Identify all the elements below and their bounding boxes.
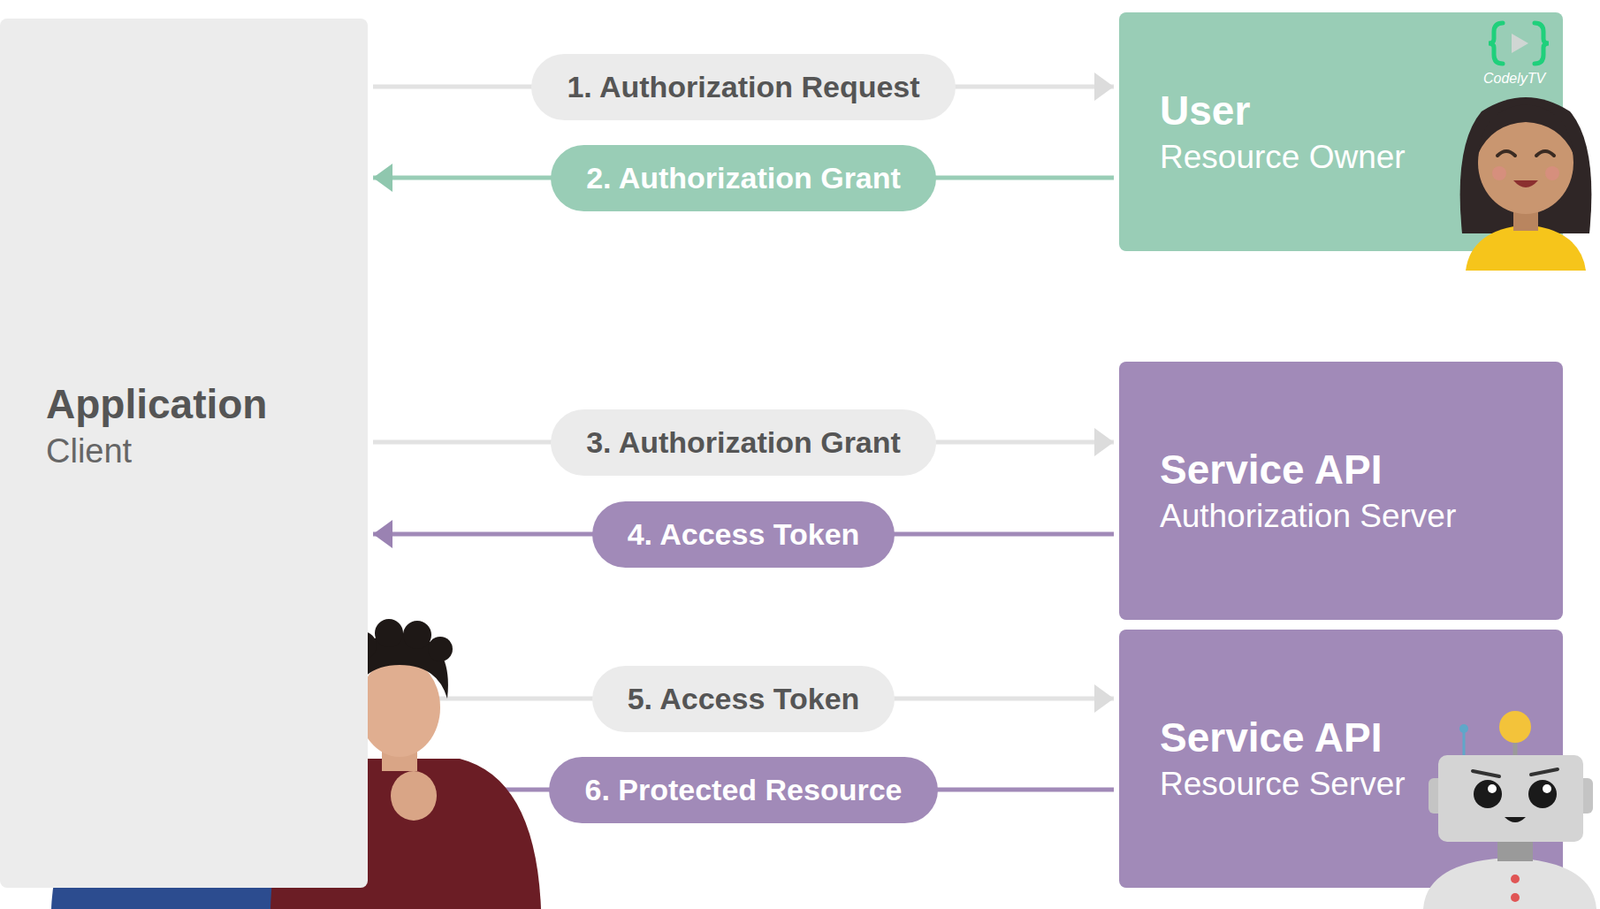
- robot-illustration: [1499, 710, 1532, 743]
- woman-avatar: [1545, 166, 1560, 181]
- woman-avatar: [1478, 104, 1574, 154]
- robot-illustration: [1487, 784, 1497, 793]
- edge-label: 3. Authorization Grant: [550, 409, 937, 476]
- presenter-right: [390, 770, 437, 821]
- robot-illustration: [1423, 710, 1597, 909]
- node-title: Application: [45, 379, 322, 431]
- edge-label: 6. Protected Resource: [548, 756, 938, 823]
- node-title: Service API: [1159, 712, 1523, 764]
- woman-avatar: [1492, 166, 1507, 181]
- authorization-server-box: Service APIAuthorization Server: [1119, 361, 1563, 620]
- node-subtitle: Resource Server: [1159, 763, 1523, 805]
- edge-label: 2. Authorization Grant: [550, 144, 937, 212]
- resource-server-box: Service APIResource Server: [1119, 629, 1563, 888]
- robot-illustration: [1528, 779, 1557, 808]
- node-title: Service API: [1159, 444, 1523, 496]
- robot-illustration: [1459, 723, 1469, 733]
- robot-illustration: [1473, 779, 1502, 808]
- codely-logo: [1488, 22, 1549, 64]
- presenter-right: [403, 620, 432, 649]
- node-title: User: [1159, 85, 1523, 138]
- woman-avatar: [1465, 224, 1586, 271]
- node-subtitle: Authorization Server: [1159, 495, 1523, 537]
- watermark: CodelyTV: [1483, 70, 1546, 87]
- codely-logo: [1488, 22, 1503, 64]
- robot-illustration: [1542, 784, 1552, 793]
- presenter-right: [427, 636, 453, 662]
- robot-illustration: [1510, 874, 1520, 884]
- woman-avatar: [1460, 97, 1593, 234]
- codely-logo: [1511, 33, 1529, 54]
- robot-illustration: [1497, 839, 1533, 861]
- edge-label: 1. Authorization Request: [531, 53, 955, 121]
- robot-illustration: [1462, 729, 1466, 759]
- edge-label: 4. Access Token: [592, 501, 896, 568]
- robot-illustration: [1531, 769, 1558, 775]
- robot-illustration: [1438, 754, 1584, 842]
- node-subtitle: Client: [45, 430, 322, 473]
- codely-logo: [1534, 22, 1549, 64]
- node-subtitle: Resource Owner: [1159, 137, 1523, 178]
- presenter-right: [358, 657, 441, 757]
- woman-avatar: [1497, 151, 1516, 156]
- client-panel: ApplicationClient: [0, 18, 368, 888]
- woman-avatar: [1513, 180, 1539, 188]
- resource-owner-box: UserResource Owner: [1119, 12, 1563, 252]
- woman-avatar: [1460, 97, 1593, 271]
- robot-illustration: [1504, 816, 1526, 823]
- robot-illustration: [1510, 892, 1520, 902]
- presenter-right: [374, 618, 404, 648]
- woman-avatar: [1536, 151, 1555, 156]
- robot-illustration: [1472, 770, 1500, 777]
- robot-illustration: [1423, 857, 1597, 909]
- edge-label: 5. Access Token: [592, 665, 896, 732]
